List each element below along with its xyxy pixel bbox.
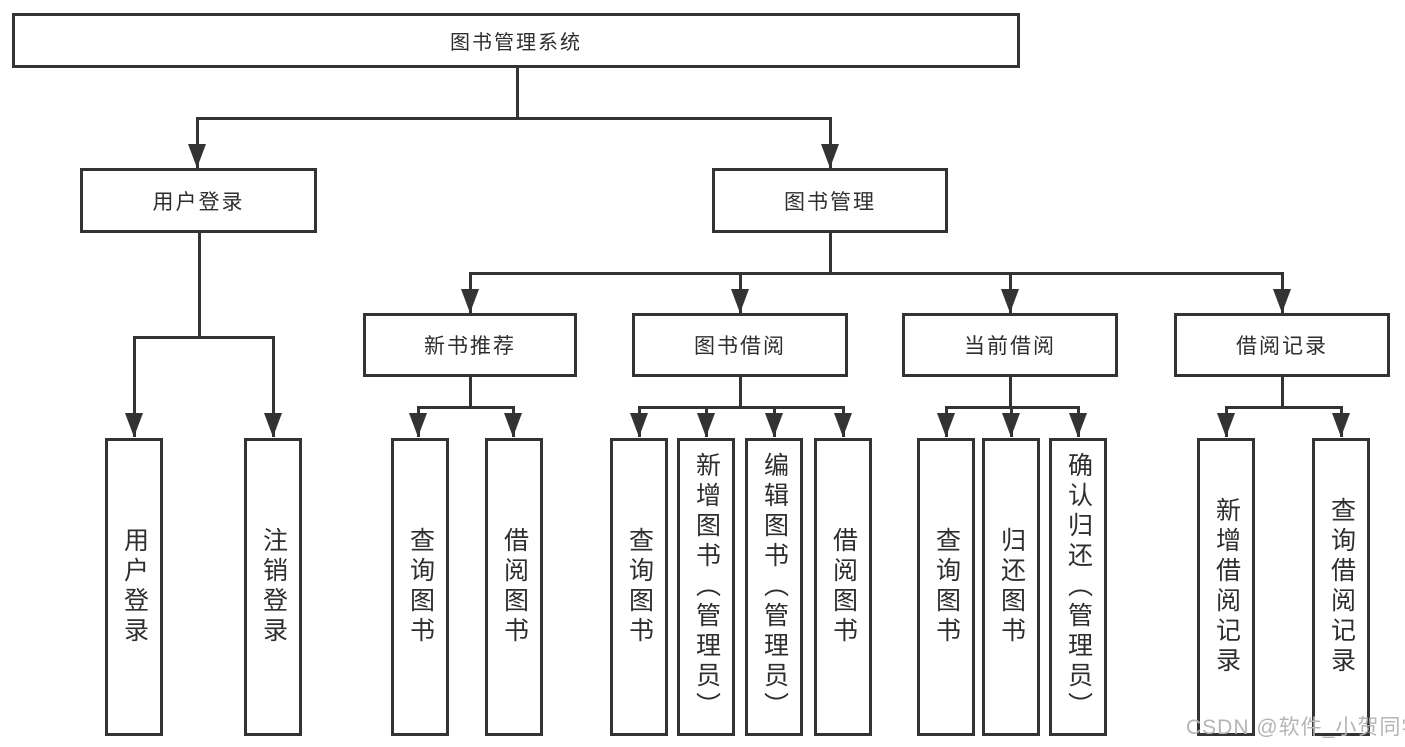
- arrow-down-icon: [264, 413, 282, 437]
- connector-line: [1009, 377, 1012, 406]
- arrow-down-icon: [765, 413, 783, 437]
- arrow-down-icon: [697, 413, 715, 437]
- connector-line: [198, 233, 201, 336]
- arrow-down-icon: [125, 413, 143, 437]
- csdn-watermark: CSDN @软件_小贺同学: [1186, 716, 1405, 739]
- node-new-book-recommend: 新书推荐: [363, 313, 577, 377]
- arrow-down-icon: [409, 413, 427, 437]
- leaf-logout: 注销登录: [244, 438, 302, 736]
- arrow-down-icon: [834, 413, 852, 437]
- connector-line: [739, 377, 742, 406]
- leaf-confirm-return-admin: 确认归还（管理员）: [1049, 438, 1107, 736]
- node-label: 图书管理: [784, 190, 876, 214]
- leaf-query-books: 查询图书: [610, 438, 668, 736]
- leaf-add-borrow-record: 新增借阅记录: [1197, 438, 1255, 736]
- node-label: 注销登录: [259, 527, 288, 647]
- node-user-login-group: 用户登录: [80, 168, 317, 233]
- connector-line: [417, 406, 515, 409]
- arrow-down-icon: [630, 413, 648, 437]
- arrow-down-icon: [731, 289, 749, 313]
- node-label: 确认归还（管理员）: [1064, 452, 1093, 722]
- connector-line: [196, 117, 832, 120]
- arrow-down-icon: [1069, 413, 1087, 437]
- node-book-management: 图书管理: [712, 168, 948, 233]
- node-root-label: 图书管理系统: [450, 32, 582, 54]
- connector-line: [1225, 406, 1343, 409]
- node-label: 新增借阅记录: [1212, 497, 1241, 677]
- leaf-query-borrow-record: 查询借阅记录: [1312, 438, 1370, 736]
- arrow-down-icon: [461, 289, 479, 313]
- connector-line: [829, 117, 832, 168]
- arrow-down-icon: [504, 413, 522, 437]
- node-label: 查询图书: [625, 527, 654, 647]
- arrow-down-icon: [821, 144, 839, 168]
- leaf-add-books-admin: 新增图书（管理员）: [677, 438, 735, 736]
- connector-line: [1281, 377, 1284, 406]
- node-current-borrow: 当前借阅: [902, 313, 1118, 377]
- connector-line: [272, 336, 275, 437]
- arrow-down-icon: [937, 413, 955, 437]
- node-label: 当前借阅: [964, 335, 1056, 358]
- connector-line: [196, 117, 199, 168]
- leaf-user-login: 用户登录: [105, 438, 163, 736]
- node-label: 新书推荐: [424, 335, 516, 358]
- connector-line: [469, 377, 472, 406]
- node-borrow-records: 借阅记录: [1174, 313, 1390, 377]
- node-label: 查询图书: [406, 527, 435, 647]
- connector-line: [638, 406, 845, 409]
- leaf-return-books: 归还图书: [982, 438, 1040, 736]
- node-label: 借阅图书: [500, 527, 529, 647]
- arrow-down-icon: [188, 144, 206, 168]
- connector-line: [829, 233, 832, 272]
- node-book-borrow: 图书借阅: [632, 313, 848, 377]
- node-root: 图书管理系统: [12, 13, 1020, 68]
- node-label: 借阅记录: [1236, 335, 1328, 358]
- node-label: 查询借阅记录: [1327, 497, 1356, 677]
- connector-line: [516, 68, 519, 117]
- leaf-borrow-books: 借阅图书: [485, 438, 543, 736]
- node-label: 用户登录: [152, 190, 245, 214]
- arrow-down-icon: [1273, 289, 1291, 313]
- node-label: 用户登录: [120, 527, 149, 647]
- connector-line: [133, 336, 136, 437]
- node-label: 借阅图书: [829, 527, 858, 647]
- arrow-down-icon: [1217, 413, 1235, 437]
- connector-line: [469, 272, 1283, 275]
- node-label: 图书借阅: [694, 335, 786, 358]
- node-label: 查询图书: [932, 527, 961, 647]
- node-label: 编辑图书（管理员）: [760, 452, 789, 722]
- arrow-down-icon: [1002, 413, 1020, 437]
- node-label: 新增图书（管理员）: [692, 452, 721, 722]
- node-label: 归还图书: [997, 527, 1026, 647]
- arrow-down-icon: [1001, 289, 1019, 313]
- connector-line: [133, 336, 275, 339]
- arrow-down-icon: [1332, 413, 1350, 437]
- leaf-borrow-books: 借阅图书: [814, 438, 872, 736]
- leaf-query-books: 查询图书: [917, 438, 975, 736]
- leaf-edit-books-admin: 编辑图书（管理员）: [745, 438, 803, 736]
- leaf-query-books: 查询图书: [391, 438, 449, 736]
